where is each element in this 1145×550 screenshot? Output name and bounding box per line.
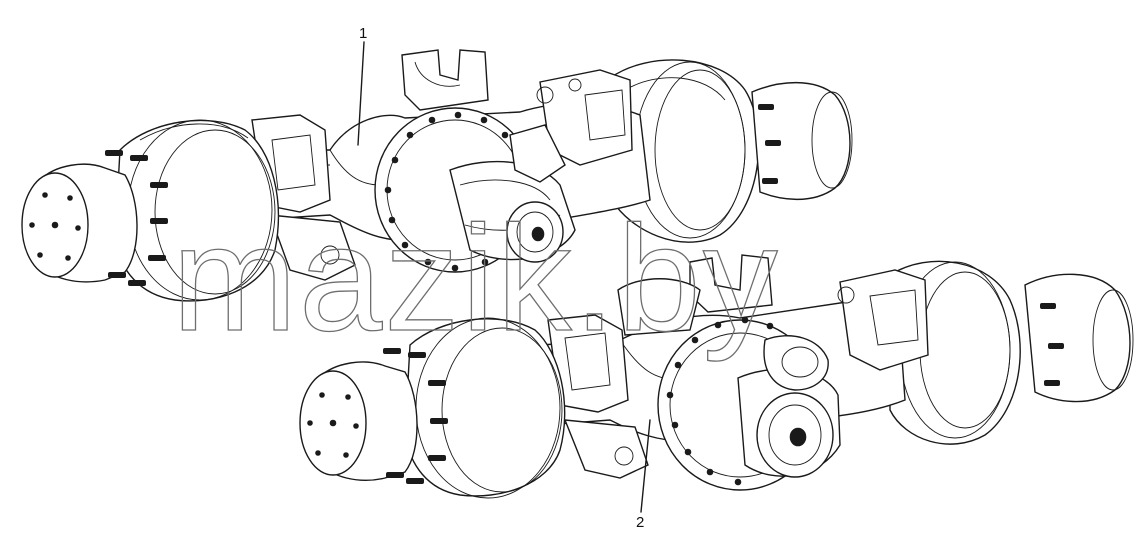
axle-2-right-hub <box>1024 273 1134 403</box>
axle-2-assembly <box>299 254 1134 499</box>
axle-2-upper-brackets <box>617 254 929 371</box>
watermark-text: mazik.by <box>172 194 780 362</box>
axle-1-differential-carrier <box>374 107 576 273</box>
axle-2-left-hub <box>299 348 448 484</box>
axle-1-right-hub <box>751 81 853 201</box>
axle-2-left-brake-drum <box>404 317 566 499</box>
axle-2-differential-carrier <box>657 319 841 491</box>
axle-1-left-hub <box>21 150 168 286</box>
callout-1-leader <box>357 41 365 146</box>
axle-1-upper-brackets <box>401 49 633 166</box>
callout-2: 2 <box>636 419 651 531</box>
callout-2-label: 2 <box>636 514 644 531</box>
axle-2-carrier-bolts <box>666 316 774 486</box>
callout-1: 1 <box>357 25 367 146</box>
axle-2-spring-seat <box>547 314 649 479</box>
callout-1-label: 1 <box>359 25 367 42</box>
axle-1-carrier-bolts <box>384 111 509 272</box>
callout-2-leader <box>640 419 651 513</box>
axle-1-assembly <box>21 49 853 302</box>
